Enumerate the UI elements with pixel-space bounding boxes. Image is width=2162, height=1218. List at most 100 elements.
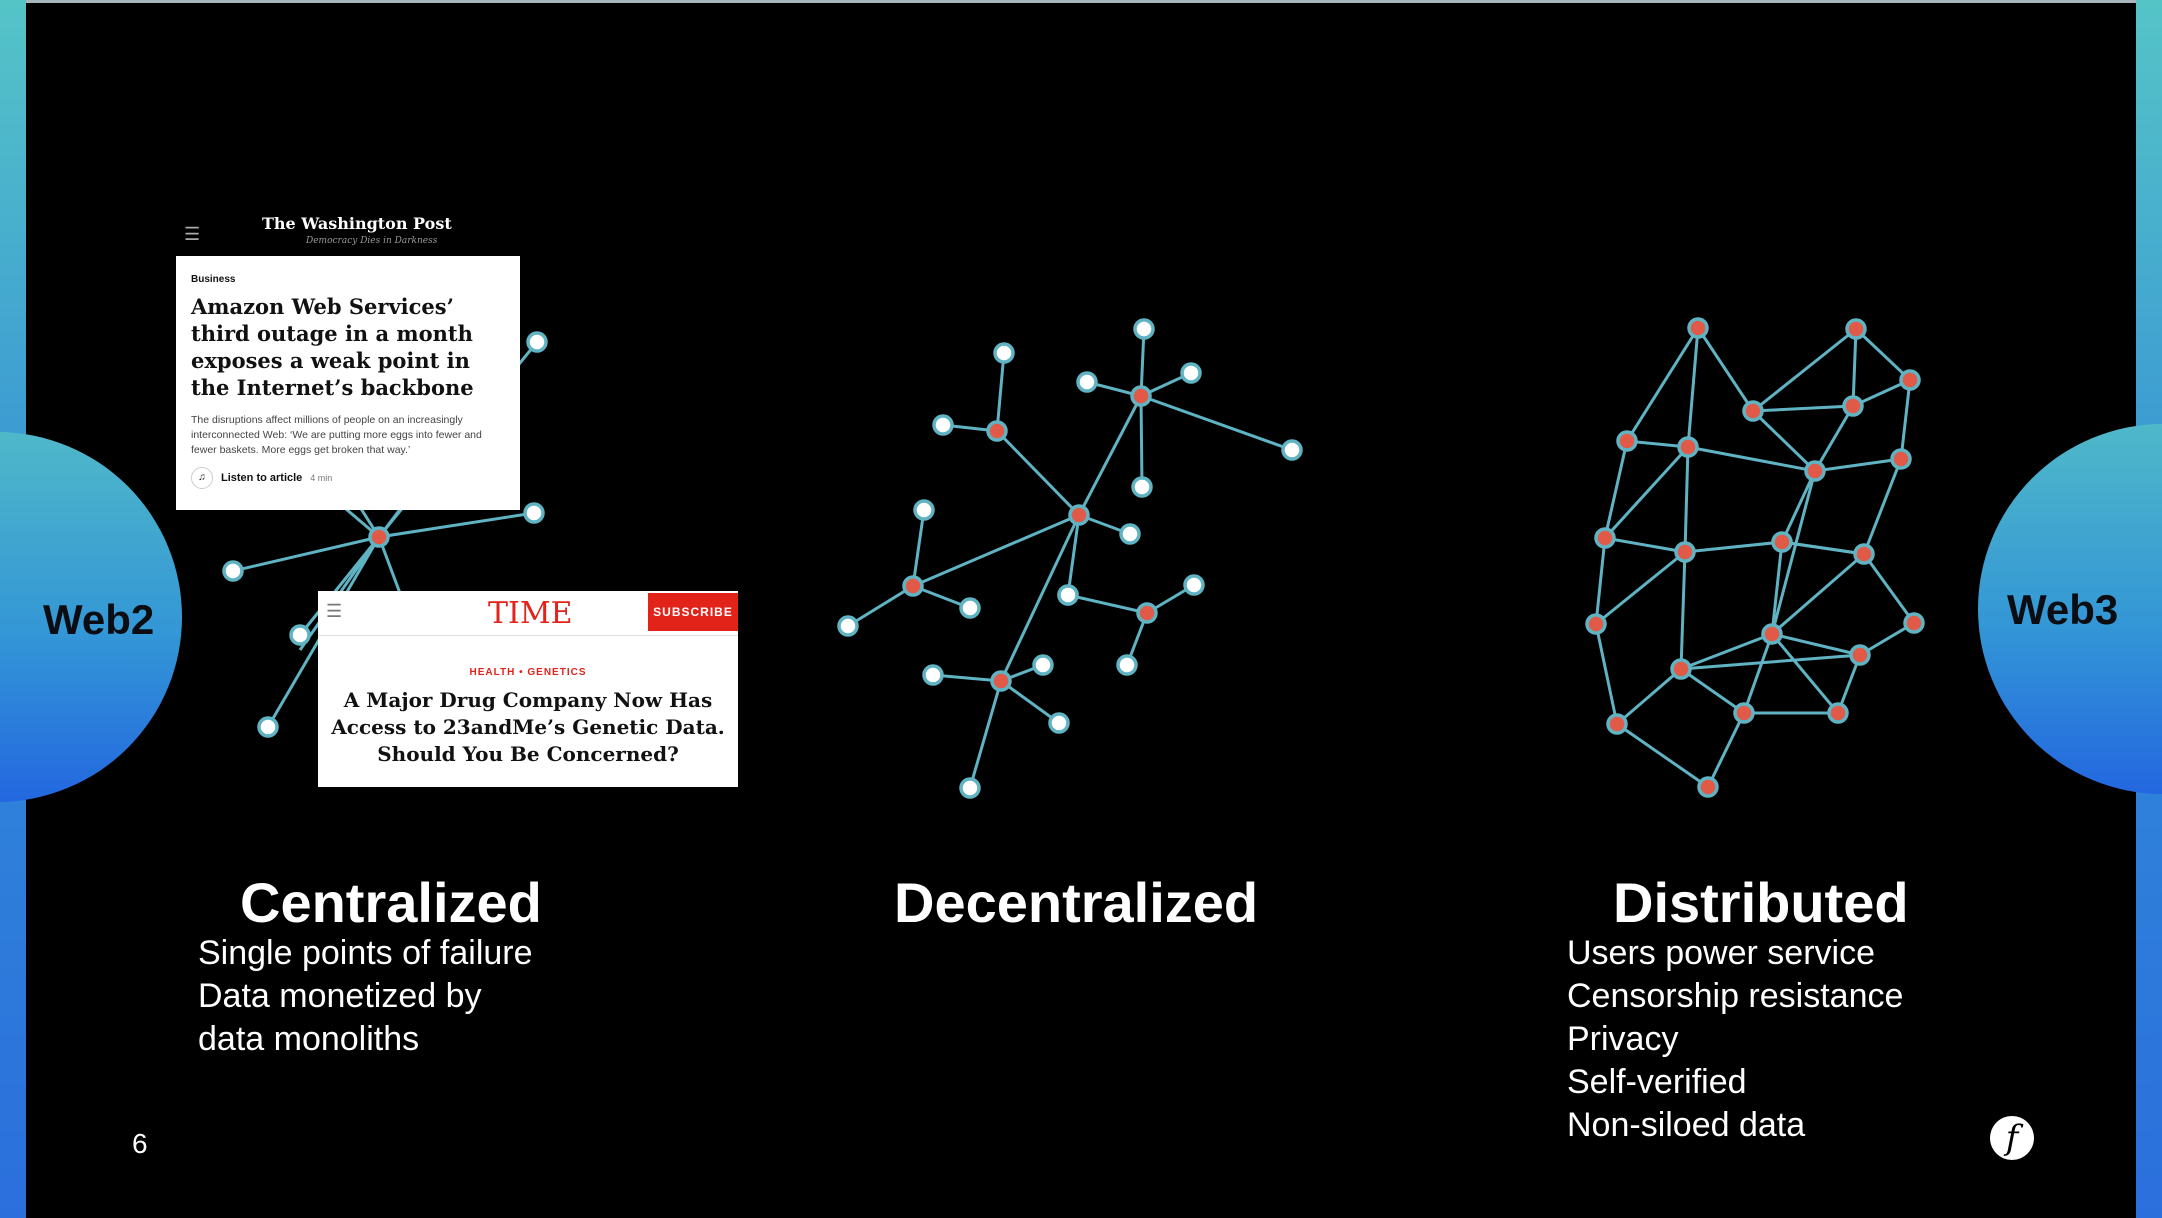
decentralized-edge (1139, 328, 1146, 397)
point: Self-verified (1567, 1063, 1747, 1101)
distributed-node (1677, 436, 1699, 458)
wapo-listen-label: Listen to article (221, 472, 303, 484)
decentralized-leaf-node (922, 664, 944, 686)
time-headline: A Major Drug Company Now Has Access to 2… (331, 688, 725, 766)
distributed-edge (1814, 457, 1902, 473)
point: Non-siloed data (1567, 1106, 1806, 1144)
distributed-node (1903, 612, 1925, 634)
distributed-edge (1680, 653, 1861, 671)
point: Single points of failure (198, 934, 533, 972)
point: data monoliths (198, 1020, 420, 1058)
wapo-section: Business (191, 274, 236, 285)
decentralized-edge (1066, 514, 1081, 596)
distributed-edge (1813, 405, 1855, 472)
decentralized-hub-node (1068, 504, 1090, 526)
centralized-hub-node (368, 526, 390, 548)
distributed-edge (1594, 537, 1607, 625)
decentralized-edge (1140, 394, 1293, 452)
distributed-node (1827, 702, 1849, 724)
decentralized-edge (911, 509, 926, 587)
decentralized-leaf-node (932, 414, 954, 436)
distributed-node (1697, 776, 1719, 798)
distributed-node (1670, 658, 1692, 680)
distributed-edge (1687, 445, 1816, 473)
time-article-card: ☰ TIME SUBSCRIBE HEALTH • GENETICS A Maj… (318, 591, 738, 787)
centralized-leaf-node (526, 331, 548, 353)
distributed-node (1742, 400, 1764, 422)
decentralized-leaf-node (1057, 584, 1079, 606)
decentralized-hub-node (990, 670, 1012, 692)
distributed-edge (1604, 536, 1686, 554)
distributed-edge (1780, 470, 1817, 543)
wapo-masthead-bar: ☰ The Washington Post Democracy Dies in … (176, 210, 520, 254)
heading-decentralized: Decentralized (894, 871, 1259, 934)
distributed-node (1771, 531, 1793, 553)
distributed-edge (1771, 552, 1865, 636)
distributed-node (1853, 543, 1875, 565)
centralized-edge (232, 535, 380, 573)
distributed-node (1842, 395, 1864, 417)
decentralized-hub-edge (999, 514, 1081, 682)
distributed-edge (1686, 327, 1700, 448)
wapo-listen-row: ♫ Listen to article 4 min (191, 467, 506, 489)
decentralized-leaf-node (1119, 523, 1141, 545)
distributed-node (1761, 623, 1783, 645)
distributed-edge (1770, 470, 1817, 635)
wapo-article-card: Business Amazon Web Services’ third outa… (176, 256, 520, 510)
wapo-tagline: Democracy Dies in Darkness (306, 236, 438, 246)
distributed-edge (1594, 623, 1619, 725)
brand-logo-icon: f (1990, 1116, 2034, 1160)
distributed-edge (1603, 445, 1690, 540)
distributed-edge (1752, 327, 1857, 413)
decentralized-leaf-node (1048, 712, 1070, 734)
decentralized-edge (847, 584, 914, 628)
centralized-points: Single points of failure Data monetized … (198, 932, 533, 1061)
wapo-headline: Amazon Web Services’ third outage in a m… (191, 294, 474, 400)
decentralized-edge (1139, 395, 1144, 488)
decentralized-edge (995, 352, 1006, 432)
web2-label: Web2 (43, 596, 155, 643)
decentralized-leaf-node (1032, 654, 1054, 676)
wapo-summary: The disruptions affect millions of peopl… (191, 414, 482, 456)
distributed-edge (1616, 722, 1709, 789)
decentralized-leaf-node (1116, 654, 1138, 676)
decentralized-edge (1000, 679, 1060, 725)
centralized-leaf-node (289, 624, 311, 646)
distributed-edge (1899, 379, 1912, 460)
decentralized-leaf-node (1076, 371, 1098, 393)
decentralized-leaf-node (1131, 476, 1153, 498)
decentralized-leaf-node (993, 342, 1015, 364)
distributed-node (1849, 644, 1871, 666)
centralized-leaf-node (257, 716, 279, 738)
distributed-edge (1862, 458, 1903, 555)
subscribe-button: SUBSCRIBE (648, 593, 738, 631)
decentralized-hub-edge (912, 513, 1080, 588)
distributed-node (1733, 702, 1755, 724)
distributed-edge (1680, 667, 1745, 715)
centralized-leaf-node (222, 560, 244, 582)
decentralized-leaf-node (1281, 439, 1303, 461)
distributed-edge (1851, 328, 1858, 407)
decentralized-leaf-node (837, 615, 859, 637)
distributed-node (1804, 460, 1826, 482)
menu-icon: ☰ (326, 601, 343, 621)
distributed-edge (1616, 667, 1682, 726)
point: Data monetized by (198, 977, 482, 1015)
point: Censorship resistance (1567, 977, 1904, 1015)
decentralized-leaf-node (913, 499, 935, 521)
distributed-node (1585, 613, 1607, 635)
distributed-edge (1679, 551, 1687, 670)
distributed-edge (1854, 327, 1912, 382)
distributed-node (1845, 318, 1867, 340)
distributed-edge (1625, 327, 1700, 442)
distributed-node (1616, 430, 1638, 452)
distributed-edge (1680, 632, 1773, 671)
decentralized-leaf-node (1180, 362, 1202, 384)
decentralized-leaf-node (959, 597, 981, 619)
decentralized-hub-node (1130, 385, 1152, 407)
time-header: ☰ TIME SUBSCRIBE (318, 591, 738, 636)
page-number: 6 (132, 1128, 148, 1159)
network-nodes (222, 317, 1925, 799)
heading-distributed: Distributed (1613, 871, 1909, 934)
